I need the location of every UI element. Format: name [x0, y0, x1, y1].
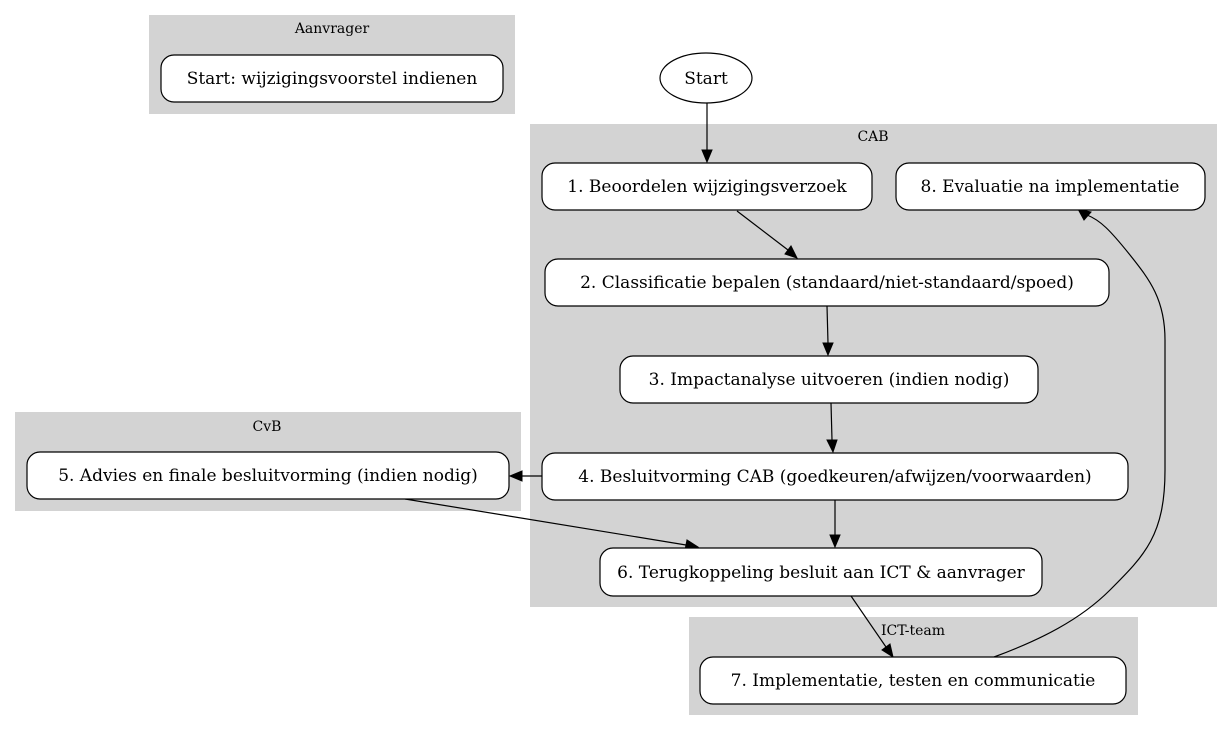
node-1: 1. Beoordelen wijzigingsverzoek	[541, 162, 873, 211]
node-5-label: 5. Advies en finale besluitvorming (indi…	[58, 466, 478, 486]
node-7: 7. Implementatie, testen en communicatie	[699, 656, 1127, 705]
edge-6-to-7	[850, 595, 894, 659]
node-2-label: 2. Classificatie bepalen (standaard/niet…	[580, 273, 1074, 293]
cluster-cab-label: CAB	[857, 129, 888, 145]
node-start-submit: Start: wijzigingsvoorstel indienen	[160, 54, 504, 103]
edge-1-to-2	[736, 210, 798, 259]
node-2: 2. Classificatie bepalen (standaard/niet…	[544, 258, 1110, 307]
node-start-label: Start	[684, 69, 728, 89]
edge-3-to-4	[826, 402, 838, 454]
edge-4-to-5	[508, 470, 542, 482]
node-6: 6. Terugkoppeling besluit aan ICT & aanv…	[599, 547, 1043, 597]
node-7-label: 7. Implementatie, testen en communicatie	[731, 671, 1096, 691]
node-start: Start	[659, 52, 753, 104]
edge-4-to-6	[829, 500, 841, 549]
edge-2-to-3	[822, 305, 834, 357]
cluster-cvb-label: CvB	[253, 419, 282, 435]
node-5: 5. Advies en finale besluitvorming (indi…	[26, 451, 510, 500]
node-3: 3. Impactanalyse uitvoeren (indien nodig…	[619, 355, 1039, 404]
node-start-submit-label: Start: wijzigingsvoorstel indienen	[187, 69, 478, 89]
cluster-aanvrager-label: Aanvrager	[294, 21, 370, 37]
node-3-label: 3. Impactanalyse uitvoeren (indien nodig…	[649, 370, 1010, 390]
edge-start-to-1	[701, 103, 713, 164]
node-6-label: 6. Terugkoppeling besluit aan ICT & aanv…	[617, 563, 1026, 583]
node-1-label: 1. Beoordelen wijzigingsverzoek	[567, 177, 847, 197]
node-4-label: 4. Besluitvorming CAB (goedkeuren/afwijz…	[578, 467, 1091, 487]
node-8: 8. Evaluatie na implementatie	[895, 162, 1206, 211]
cluster-ict-team-label: ICT-team	[881, 623, 945, 639]
node-4: 4. Besluitvorming CAB (goedkeuren/afwijz…	[541, 452, 1129, 501]
node-8-label: 8. Evaluatie na implementatie	[921, 177, 1180, 197]
